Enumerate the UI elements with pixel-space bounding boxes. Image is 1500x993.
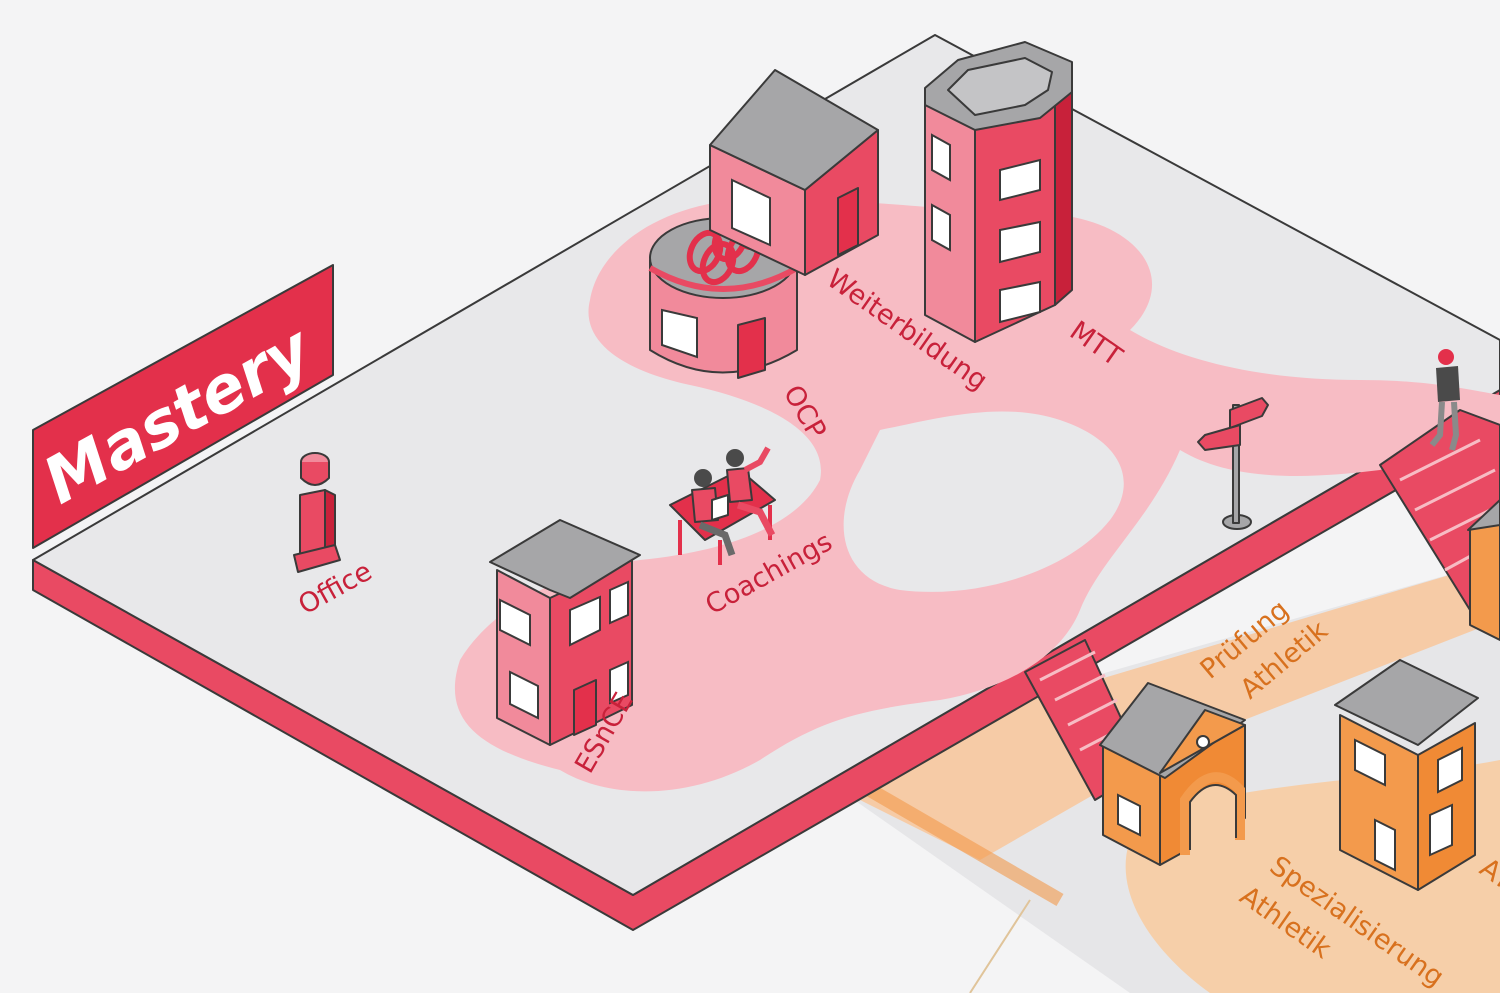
pruefung-building	[1099, 682, 1246, 866]
atl-building	[1334, 659, 1479, 891]
mtt-tower	[924, 41, 1073, 343]
partial-building-right	[1467, 499, 1500, 641]
person-icon	[726, 449, 744, 467]
weiterbildung-building	[709, 69, 879, 276]
signpost-icon	[1197, 397, 1269, 530]
info-icon	[293, 452, 341, 573]
coaching-bench	[669, 446, 776, 565]
person-icon	[694, 469, 712, 487]
esnce-building	[489, 519, 641, 746]
walking-person-icon	[1429, 349, 1460, 451]
